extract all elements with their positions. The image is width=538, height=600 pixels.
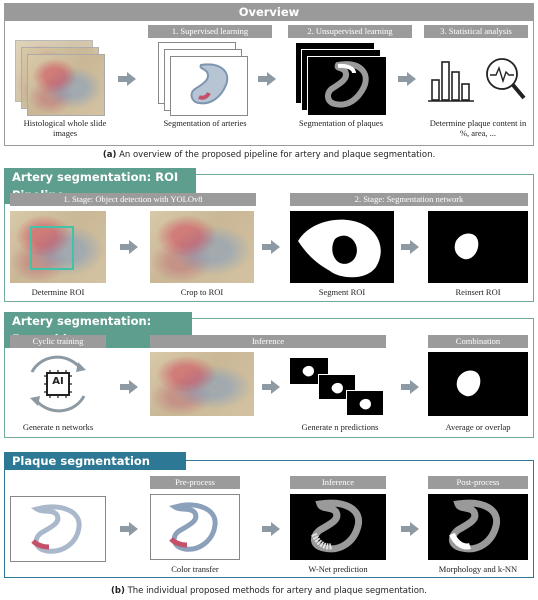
prediction-blob-icon — [359, 398, 371, 410]
plaque-shape-icon — [325, 61, 369, 108]
combined-mask-icon — [456, 370, 481, 397]
figure-caption-a-text: An overview of the proposed pipeline for… — [119, 150, 436, 160]
stage-inference: Inference — [150, 335, 386, 348]
stage-postprocess: Post-process — [428, 476, 528, 489]
arrow-right-icon — [120, 522, 138, 536]
arrow-right-icon — [398, 72, 416, 86]
arrow-right-icon — [262, 380, 280, 394]
stage-cyclic-training: Cyclic training — [10, 335, 106, 348]
stage-plaque-inference: Inference — [290, 476, 386, 489]
segment-roi-image — [290, 211, 394, 283]
arrow-right-icon — [401, 522, 419, 536]
plaque-title: Plaque segmentation — [4, 452, 186, 470]
figure-caption-b: (b) The individual proposed methods for … — [0, 586, 538, 596]
caption-wnet: W-Net prediction — [308, 564, 368, 574]
postprocess-image — [428, 494, 528, 560]
bar-chart-icon — [428, 61, 474, 102]
arrow-right-icon — [120, 240, 138, 254]
inference-wsi-image — [150, 352, 254, 416]
plaque-panel — [4, 460, 534, 578]
color-transfer-icon — [169, 502, 218, 552]
reinsert-roi-image — [428, 211, 528, 283]
plaque-seg-front — [307, 56, 387, 116]
arrow-right-icon — [401, 380, 419, 394]
arrow-right-icon — [258, 72, 276, 86]
caption-generate-predictions: Generate n predictions — [301, 422, 379, 432]
arrow-right-icon — [262, 240, 280, 254]
caption-morphology-knn: Morphology and k-NN — [438, 564, 518, 574]
stage-statistical: 3. Statistical analysis — [424, 25, 528, 38]
wnet-prediction-image — [290, 494, 386, 560]
stage-segmentation-network: 2. Stage: Segmentation network — [290, 193, 528, 206]
wnet-mask-icon — [311, 499, 363, 553]
caption-crop-roi: Crop to ROI — [180, 287, 224, 297]
stage-unsupervised: 2. Unsupervised learning — [288, 25, 412, 38]
arrow-right-icon — [118, 72, 136, 86]
arrow-right-icon — [401, 240, 419, 254]
plaque-input-image — [10, 496, 106, 562]
segment-mask-icon — [298, 219, 381, 278]
caption-reinsert-roi: Reinsert ROI — [455, 287, 501, 297]
stage-yolo: 1. Stage: Object detection with YOLOv8 — [10, 193, 256, 206]
stage-combination: Combination — [428, 335, 528, 348]
chip-label: AI — [52, 376, 64, 387]
artery-shape-icon — [190, 63, 229, 105]
cropped-roi-image — [150, 211, 254, 283]
caption-average-overlap: Average or overlap — [445, 422, 511, 432]
prediction-blob-icon — [331, 382, 343, 394]
ensemble-panel — [4, 318, 534, 438]
caption-determine-roi: Determine ROI — [31, 287, 85, 297]
caption-statistics: Determine plaque content in %, area, ... — [429, 118, 527, 138]
arrow-right-icon — [120, 380, 138, 394]
caption-arteries: Segmentation of arteries — [163, 118, 247, 128]
cyclic-ai-chip-icon — [30, 355, 86, 413]
prediction-mask-3 — [346, 390, 384, 416]
color-transfer-image — [150, 494, 240, 560]
reinsert-mask-icon — [454, 233, 479, 260]
caption-generate-networks: Generate n networks — [22, 422, 94, 432]
figure-caption-b-label: (b) — [111, 586, 125, 596]
caption-segment-roi: Segment ROI — [318, 287, 366, 297]
artery-seg-front — [170, 56, 248, 116]
caption-wsi: Histological whole slide images — [23, 118, 107, 138]
combined-mask-image — [428, 352, 528, 416]
roi-wsi-image — [10, 211, 106, 283]
stage-preprocess: Pre-process — [150, 476, 240, 489]
magnifier-pulse-icon — [486, 58, 526, 100]
prediction-blob-icon — [302, 365, 314, 377]
arrow-right-icon — [262, 522, 280, 536]
figure-caption-a: (a) An overview of the proposed pipeline… — [0, 150, 538, 160]
caption-color-transfer: Color transfer — [171, 564, 219, 574]
stage-supervised: 1. Supervised learning — [148, 25, 272, 38]
overview-title: Overview — [4, 3, 534, 21]
roi-bounding-box — [30, 226, 74, 270]
postprocess-mask-icon — [449, 499, 501, 553]
plaque-artery-icon — [30, 504, 82, 554]
wsi-image-front — [27, 54, 105, 116]
figure-caption-b-text: The individual proposed methods for arte… — [127, 586, 427, 596]
caption-plaques: Segmentation of plaques — [298, 118, 384, 128]
roi-panel — [4, 174, 534, 302]
figure-caption-a-label: (a) — [102, 150, 117, 160]
